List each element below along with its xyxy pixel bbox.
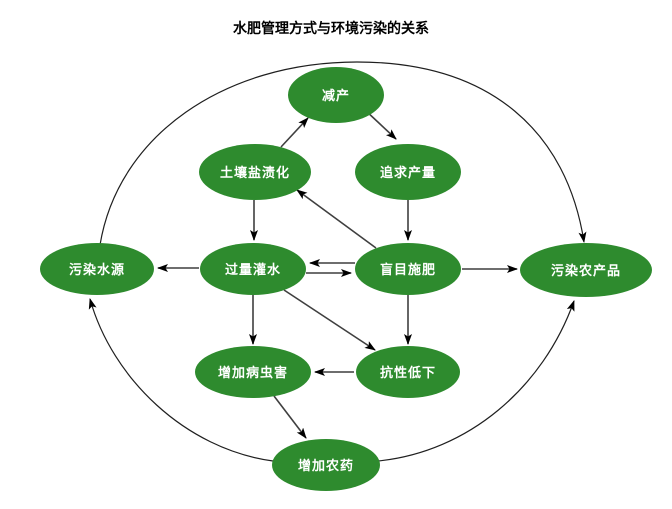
node-zhui-qiu-chan-liang: 追求产量 [355, 144, 461, 200]
node-zeng-jia-bing-chong-hai: 增加病虫害 [195, 346, 311, 398]
node-zhui-qiu-chan-liang-label: 追求产量 [380, 165, 436, 181]
edge-wuranshuiyuan-to-wurannongchanpin [99, 61, 587, 246]
node-zeng-jia-nong-yao-label: 增加农药 [298, 458, 354, 474]
edge-zengjianongyao-to-wuranshuiyuan [88, 298, 274, 462]
edge-guoliangguanshui-to-kangxingdixia [283, 289, 376, 351]
node-mang-mu-shi-fei: 盲目施肥 [355, 243, 461, 295]
node-mang-mu-shi-fei-shape [355, 243, 461, 295]
node-zhui-qiu-chan-liang-shape [355, 144, 461, 200]
node-zeng-jia-bing-chong-hai-label: 增加病虫害 [218, 365, 288, 381]
edge-jianchan-to-zhuiqiuchanliang [364, 109, 397, 140]
node-zeng-jia-bing-chong-hai-shape [195, 346, 311, 398]
node-kang-xing-di-xia-label: 抗性低下 [380, 365, 436, 381]
node-wu-ran-nong-chan-pin-shape [520, 243, 652, 297]
node-wu-ran-nong-chan-pin-label: 污染农产品 [551, 263, 621, 279]
node-jian-chan-label: 减产 [322, 88, 350, 104]
node-kang-xing-di-xia: 抗性低下 [356, 346, 460, 398]
node-wu-ran-nong-chan-pin: 污染农产品 [520, 243, 652, 297]
edge-turangyanzihua-to-jianchan [280, 117, 309, 148]
node-wu-ran-shui-yuan-label: 污染水源 [69, 262, 125, 278]
node-guo-liang-guan-shui-shape [200, 243, 306, 295]
node-tu-rang-yan-zi-hua-label: 土壤盐渍化 [220, 165, 290, 181]
node-guo-liang-guan-shui: 过量灌水 [200, 243, 306, 295]
node-wu-ran-shui-yuan: 污染水源 [40, 243, 154, 295]
node-zeng-jia-nong-yao-shape [272, 439, 380, 491]
node-guo-liang-guan-shui-label: 过量灌水 [225, 262, 281, 278]
node-tu-rang-yan-zi-hua: 土壤盐渍化 [199, 144, 311, 200]
node-jian-chan: 减产 [288, 67, 384, 123]
node-tu-rang-yan-zi-hua-shape [199, 144, 311, 200]
node-wu-ran-shui-yuan-shape [40, 243, 154, 295]
edge-zengjiabingchonghai-to-zengjianongyao [273, 395, 307, 439]
node-kang-xing-di-xia-shape [356, 346, 460, 398]
node-zeng-jia-nong-yao: 增加农药 [272, 439, 380, 491]
node-jian-chan-shape [288, 67, 384, 123]
edge-zengjianongyao-to-wurannongchanpin [377, 300, 575, 462]
edge-mangmushifei-to-turangyanzihua [296, 189, 377, 249]
node-mang-mu-shi-fei-label: 盲目施肥 [380, 262, 436, 278]
diagram-title: 水肥管理方式与环境污染的关系 [233, 20, 429, 37]
